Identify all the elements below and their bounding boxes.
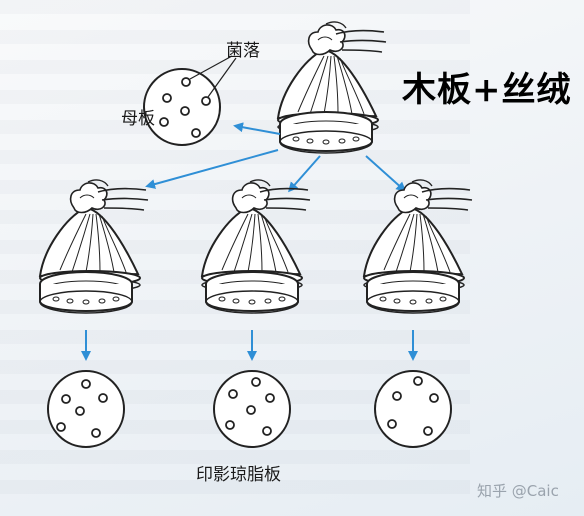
colony-dot-icon [413, 376, 423, 386]
agar-plate-left [39, 271, 133, 314]
replica-plates-label: 印影琼脂板 [196, 465, 281, 485]
arrow-icon [288, 155, 321, 193]
arrow-icon [365, 155, 407, 193]
arrow-icon [233, 122, 281, 135]
colony-dot-icon [61, 394, 71, 404]
colony-dot-icon [98, 393, 108, 403]
transfer-arrows [145, 122, 407, 193]
agar-plate-right [366, 271, 460, 314]
colony-dot-icon [91, 428, 101, 438]
arrow-icon [145, 149, 279, 189]
colony-dot-icon [392, 391, 402, 401]
colony-dot-icon [228, 389, 238, 399]
down-arrows [81, 330, 418, 361]
colony-pointer-lines [189, 55, 237, 98]
watermark: 知乎 @Caic [477, 482, 559, 500]
master-plate-label: 母板 [121, 109, 155, 129]
colony-dot-icon [159, 117, 169, 127]
replica-plate-right [374, 370, 452, 448]
colony-dot-icon [423, 426, 433, 436]
colony-dot-icon [251, 377, 261, 387]
colony-dot-icon [191, 128, 201, 138]
master-plate-top-view [143, 68, 221, 146]
colony-dot-icon [262, 426, 272, 436]
colony-dot-icon [246, 405, 256, 415]
colony-dot-icon [225, 420, 235, 430]
colony-dot-icon [56, 422, 66, 432]
title-text: 木板+丝绒 [402, 70, 572, 110]
colony-label: 菌落 [226, 41, 260, 61]
colony-dot-icon [201, 96, 211, 106]
colony-dot-icon [265, 393, 275, 403]
colony-dot-icon [81, 379, 91, 389]
colony-dot-icon [429, 393, 439, 403]
colony-dot-icon [162, 93, 172, 103]
colony-dot-icon [180, 106, 190, 116]
colony-dot-icon [75, 406, 85, 416]
agar-plate-center [205, 271, 299, 314]
master-agar-plate [279, 111, 373, 154]
colony-dot-icon [387, 419, 397, 429]
colony-dot-icon [181, 77, 191, 87]
replica-plate-center [213, 370, 291, 448]
replica-plate-left [47, 370, 125, 448]
